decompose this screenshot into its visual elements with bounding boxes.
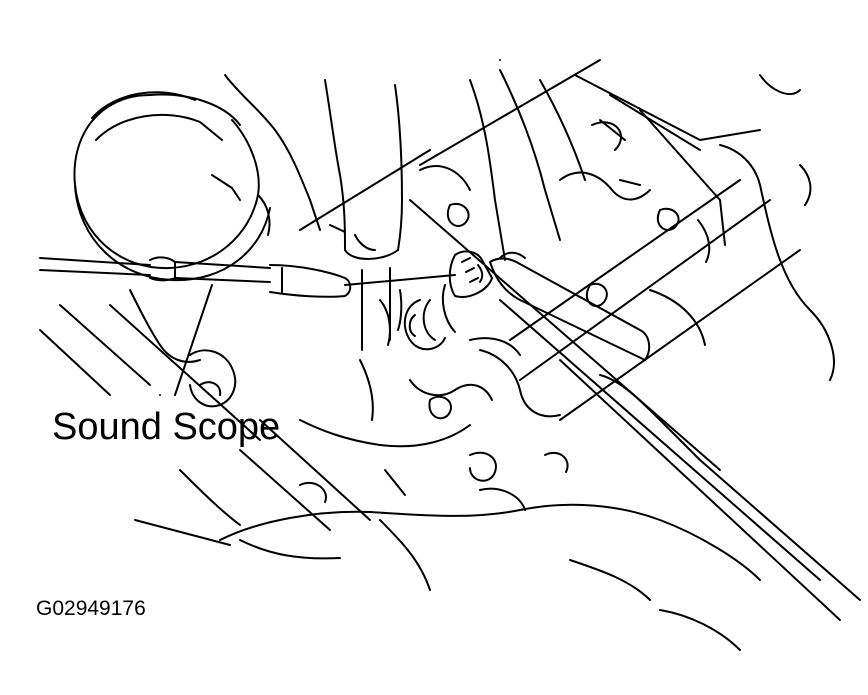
sound-scope-label: Sound Scope [52,406,281,448]
filler-cap [73,91,271,282]
engine-frame [224,59,835,461]
lower-castings [129,289,761,651]
figure-code: G02949176 [36,597,146,620]
diagonal-rails [39,59,861,621]
callout-leader [159,284,213,396]
vertical-hose [324,79,403,351]
injector-assembly [379,250,651,361]
sound-scope-probe [39,256,456,298]
